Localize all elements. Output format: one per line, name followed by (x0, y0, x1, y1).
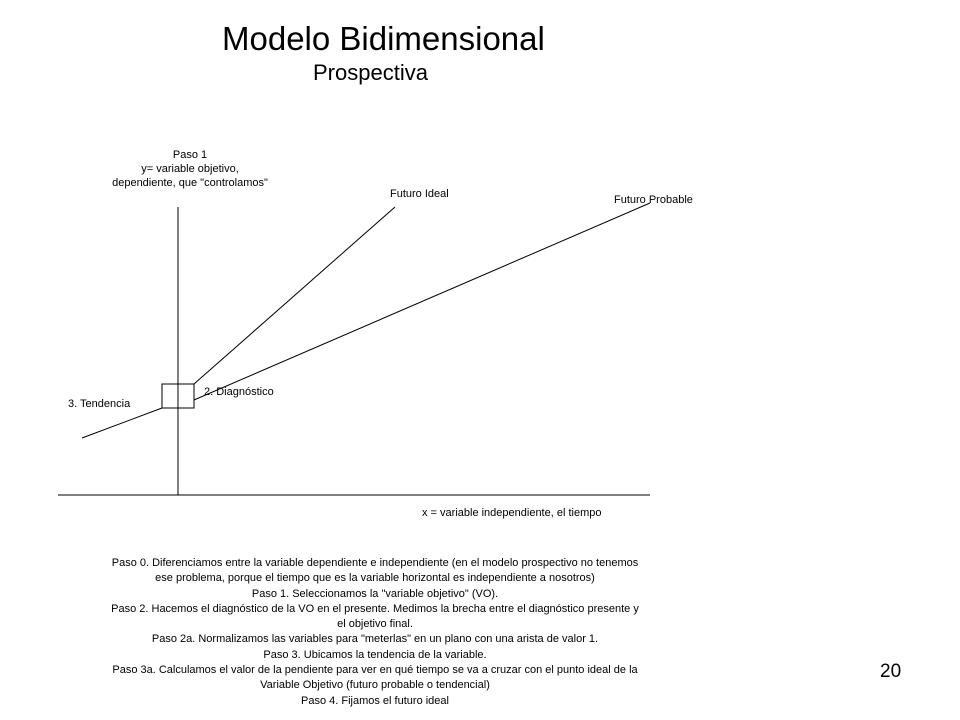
step-line: ese problema, porque el tiempo que es la… (155, 572, 595, 585)
step-line: Paso 1. Seleccionamos la "variable objet… (251, 587, 499, 600)
tendencia-line (81, 407, 163, 439)
step-line: Paso 3a. Calculamos el valor de la pendi… (112, 664, 638, 677)
x-axis-label: x = variable independiente, el tiempo (422, 507, 602, 519)
futuro-probable-label: Futuro Probable (614, 194, 693, 206)
page-number: 20 (880, 661, 902, 682)
diagnostico-label: 2. Diagnóstico (204, 386, 274, 398)
step-line: Paso 4. Fijamos el futuro ideal (301, 694, 449, 707)
step-line: Paso 2. Hacemos el diagnóstico de la VO … (111, 602, 639, 615)
step-line: Paso 2a. Normalizamos las variables para… (151, 633, 599, 646)
step-line: el objetivo final. (337, 618, 413, 631)
step-line: Paso 0. Diferenciamos entre la variable … (111, 557, 639, 569)
tendencia-label: 3. Tendencia (68, 398, 131, 410)
step-line: Variable Objetivo (futuro probable o ten… (260, 679, 490, 692)
step-line: Paso 3. Ubicamos la tendencia de la vari… (263, 648, 487, 661)
steps-text: Paso 0. Diferenciamos entre la variable … (60, 556, 690, 709)
slide-subtitle: Prospectiva (313, 60, 428, 85)
diagnostic-box (161, 383, 195, 409)
futuro-ideal-label: Futuro Ideal (390, 188, 449, 200)
y-axis-label: Paso 1 y= variable objetivo, dependiente… (112, 149, 268, 189)
futuro-ideal-line (193, 206, 396, 385)
futuro-probable-line (193, 202, 651, 401)
